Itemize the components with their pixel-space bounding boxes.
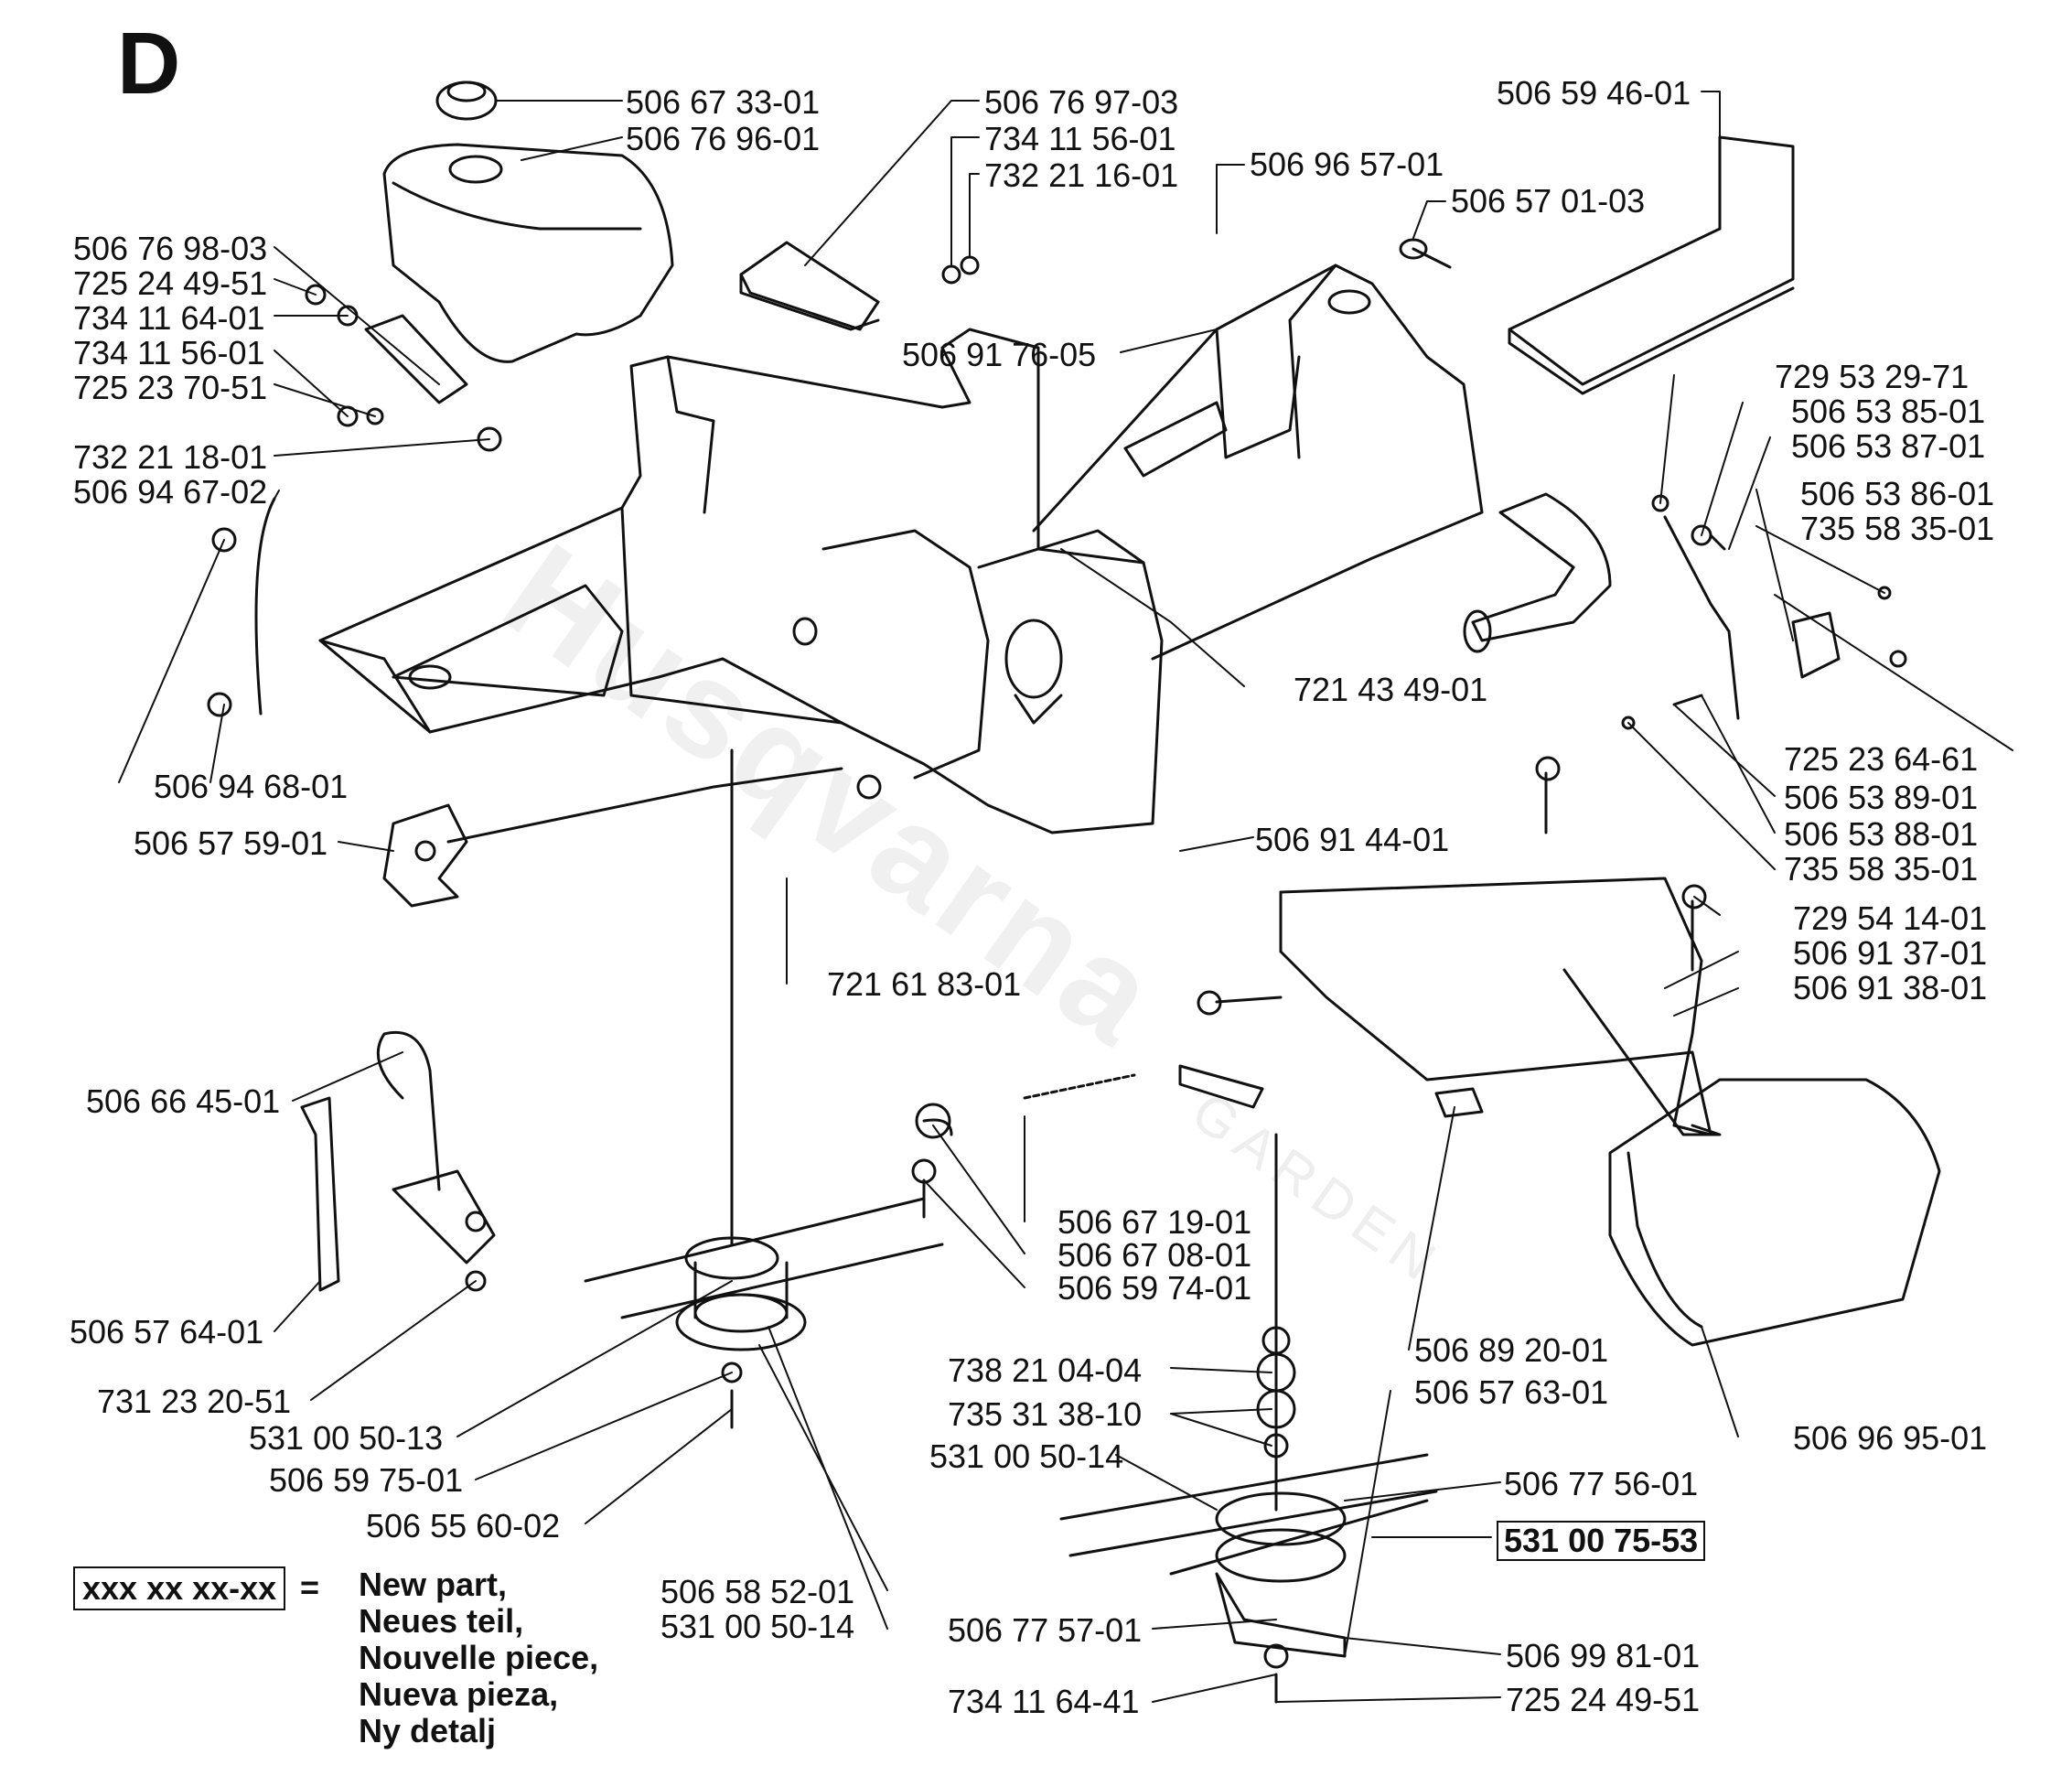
center-pulley-drawing [1059, 1133, 1438, 1704]
engine-cover-drawing [1279, 877, 1941, 1347]
leader-lines [118, 91, 2013, 1703]
screws-drawing [1197, 756, 1707, 1016]
part-label: 506 53 86-01 [1800, 475, 1995, 512]
part-label: 725 24 49-51 [73, 264, 268, 302]
part-label: 506 57 63-01 [1414, 1373, 1609, 1411]
part-label: 506 89 20-01 [1414, 1331, 1609, 1369]
part-label: 506 77 56-01 [1504, 1465, 1699, 1502]
part-label: 506 59 75-01 [269, 1461, 464, 1499]
part-label: 506 91 76-05 [902, 336, 1097, 373]
legend-line: Nouvelle piece, [359, 1639, 599, 1676]
legend-sample-box: xxx xx xx-xx [73, 1566, 286, 1610]
fuel-line-drawing [254, 497, 276, 716]
part-label: 506 53 88-01 [1784, 815, 1979, 853]
part-label: 721 61 83-01 [827, 965, 1022, 1003]
hinge-bracket-drawing [739, 241, 980, 331]
part-label: 506 57 64-01 [70, 1313, 264, 1351]
part-label: 506 96 95-01 [1793, 1419, 1988, 1457]
part-label: 732 21 18-01 [73, 438, 268, 476]
belt-pulley-left-drawing [584, 748, 944, 1429]
part-label: 506 94 67-02 [73, 473, 268, 511]
part-label: 735 31 38-10 [948, 1395, 1143, 1433]
part-label: 729 54 14-01 [1793, 899, 1988, 937]
part-label: 731 23 20-51 [97, 1383, 292, 1420]
part-label: 725 24 49-51 [1506, 1681, 1701, 1718]
part-label: 506 58 52-01 [660, 1573, 855, 1610]
part-label: 506 57 59-01 [134, 824, 328, 862]
part-label: 729 53 29-71 [1775, 358, 1970, 395]
part-label: 506 67 08-01 [1057, 1236, 1252, 1274]
part-label: 506 55 60-02 [366, 1507, 561, 1545]
tank-bracket-drawing [305, 284, 502, 452]
part-label: 735 58 35-01 [1784, 850, 1979, 888]
part-label: 734 11 56-01 [73, 334, 265, 371]
fuel-tank-drawing [382, 81, 674, 363]
part-label: 732 21 16-01 [984, 156, 1179, 194]
part-label: 738 21 04-04 [948, 1351, 1143, 1389]
part-label: 725 23 64-61 [1784, 740, 1979, 778]
part-label: 506 91 44-01 [1255, 821, 1450, 858]
part-label: 506 53 85-01 [1791, 393, 1986, 430]
lever-assembly-drawing [1621, 494, 1907, 730]
part-label: 506 66 45-01 [86, 1082, 281, 1120]
legend-text: New part, Neues teil, Nouvelle piece, Nu… [359, 1566, 598, 1749]
part-label: 506 99 81-01 [1506, 1637, 1701, 1674]
part-label: 506 67 33-01 [626, 83, 821, 121]
pin-left-drawing [300, 1030, 496, 1292]
part-label: 531 00 50-13 [249, 1419, 444, 1457]
seat-plate-drawing [1399, 135, 1795, 395]
part-label: 735 58 35-01 [1800, 510, 1995, 547]
part-label: 506 53 89-01 [1784, 779, 1979, 816]
part-label: 506 91 38-01 [1793, 969, 1988, 1006]
part-label: 725 23 70-51 [73, 369, 268, 406]
part-label: 506 59 74-01 [1057, 1269, 1252, 1307]
front-hitch-drawing [382, 767, 882, 908]
page-letter: D [117, 15, 181, 113]
part-label: 506 76 96-01 [626, 120, 821, 157]
legend-line: Nueva pieza, [359, 1675, 559, 1713]
part-label: 506 59 46-01 [1497, 74, 1691, 112]
spring-idler-drawing [911, 1064, 1264, 1219]
part-label: 734 11 64-01 [73, 299, 265, 337]
part-label: 531 00 50-14 [929, 1437, 1124, 1475]
part-label: 506 76 97-03 [984, 83, 1179, 121]
part-label: 506 96 57-01 [1250, 145, 1444, 183]
part-label: 734 11 64-41 [948, 1683, 1140, 1720]
part-label: 506 76 98-03 [73, 230, 268, 267]
legend-line: New part, [359, 1566, 508, 1603]
rear-frame-drawing [1032, 264, 1612, 661]
small-bracket-drawing [1434, 1087, 1484, 1118]
part-label: 506 91 37-01 [1793, 934, 1988, 972]
part-label: 734 11 56-01 [984, 120, 1176, 157]
legend-line: Neues teil, [359, 1602, 524, 1640]
part-label: 721 43 49-01 [1294, 671, 1488, 708]
legend-equals: = [300, 1568, 320, 1606]
part-label: 531 00 50-14 [660, 1608, 855, 1645]
part-label: 506 53 87-01 [1791, 427, 1986, 465]
legend-line: Ny detalj [359, 1712, 497, 1749]
part-label: 506 77 57-01 [948, 1611, 1143, 1649]
chassis-frame-drawing [318, 328, 1164, 834]
part-label: 506 94 68-01 [154, 768, 349, 805]
part-label: 506 67 19-01 [1057, 1203, 1252, 1241]
new-part-label: 531 00 75-53 [1497, 1521, 1706, 1561]
part-label: 506 57 01-03 [1451, 182, 1646, 220]
